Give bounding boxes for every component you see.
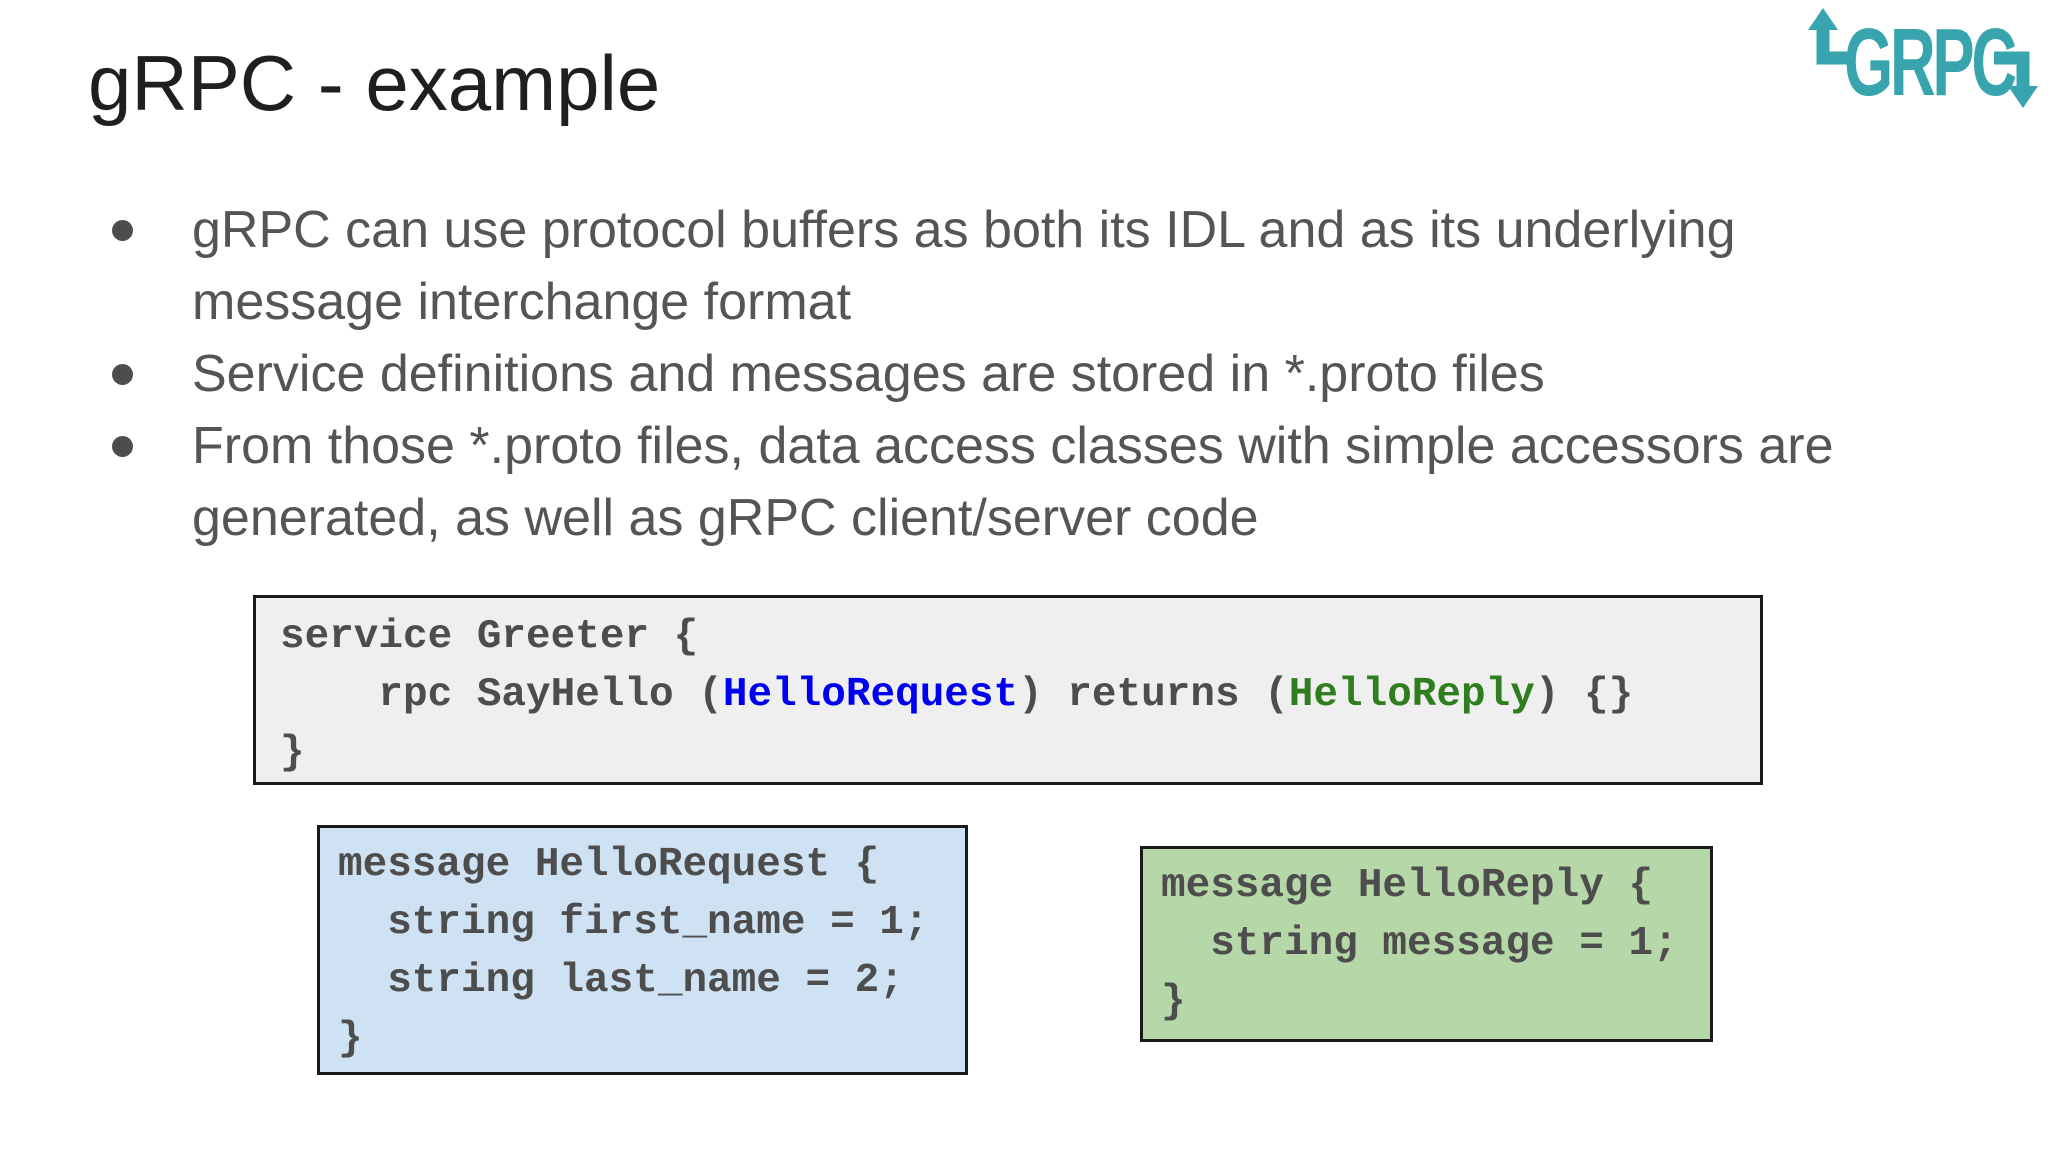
- logo-down-arrow-icon: [1994, 51, 2030, 86]
- hello-request-type: HelloRequest: [722, 672, 1019, 718]
- bullet-item-idl: gRPC can use protocol buffers as both it…: [100, 194, 1960, 338]
- code-line: string first_name = 1;: [338, 900, 929, 946]
- code-line: }: [338, 1016, 363, 1062]
- logo-down-arrowhead-icon: [2008, 86, 2038, 108]
- code-line: message HelloReply {: [1161, 863, 1654, 909]
- logo-up-arrowhead-icon: [1808, 8, 1838, 30]
- bullet-item-proto-files: Service definitions and messages are sto…: [100, 338, 1960, 410]
- code-line: service Greeter {: [280, 614, 699, 660]
- code-line: string last_name = 2;: [338, 958, 904, 1004]
- grpc-logo-icon: GRPC: [1808, 8, 2038, 110]
- code-line: message HelloRequest {: [338, 842, 880, 888]
- code-line: rpc SayHello (HelloRequest) returns (Hel…: [280, 666, 1760, 724]
- code-line: }: [1161, 979, 1186, 1025]
- logo-up-arrow-icon: [1816, 28, 1854, 65]
- page-title: gRPC - example: [88, 39, 661, 127]
- bullet-list: gRPC can use protocol buffers as both it…: [100, 194, 1960, 554]
- code-block-hello-request-message: message HelloRequest { string first_name…: [317, 825, 968, 1075]
- code-line: string message = 1;: [1161, 921, 1678, 967]
- bullet-item-generated-code: From those *.proto files, data access cl…: [100, 410, 1960, 554]
- logo-text: GRPC: [1844, 9, 2016, 110]
- code-segment: ) returns (: [1018, 672, 1289, 718]
- code-segment: rpc SayHello (: [280, 672, 723, 718]
- code-block-hello-reply-message: message HelloReply { string message = 1;…: [1140, 846, 1713, 1042]
- code-line: }: [280, 730, 305, 776]
- code-segment: ) {}: [1534, 672, 1634, 718]
- hello-reply-type: HelloReply: [1288, 672, 1535, 718]
- code-block-service-greeter: service Greeter { rpc SayHello (HelloReq…: [253, 595, 1763, 785]
- logo-text-group: GRPC: [1844, 9, 2019, 110]
